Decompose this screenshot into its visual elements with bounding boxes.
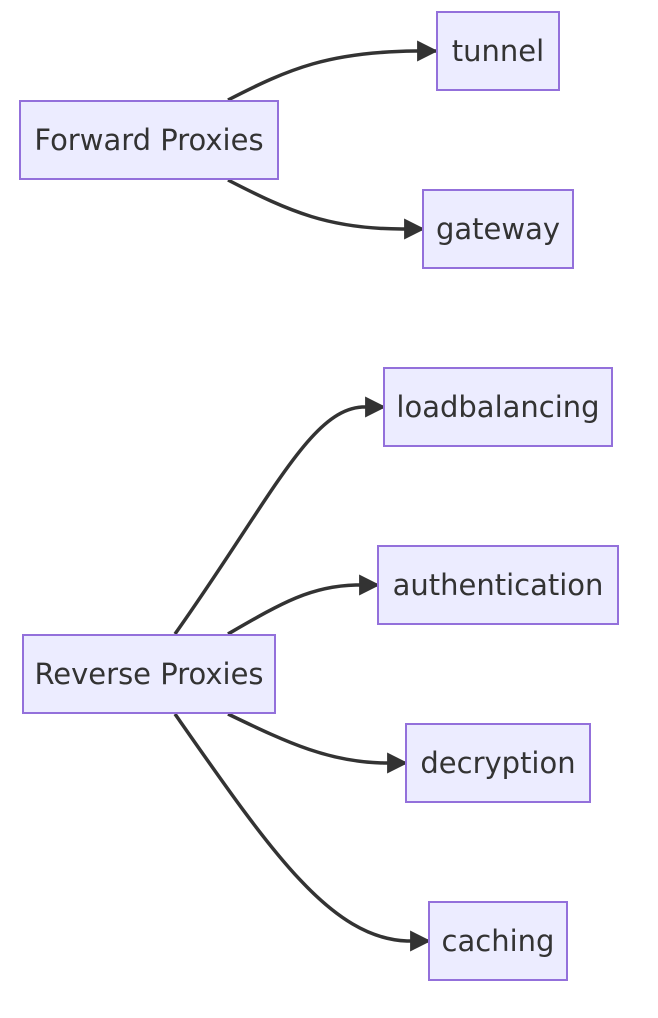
- node-caching-label: caching: [442, 924, 555, 958]
- edge-reverse-proxies-to-caching: [173, 712, 432, 952]
- node-decryption: decryption: [405, 723, 591, 803]
- edges: [173, 40, 439, 952]
- edge-reverse-proxies-to-loadbalancing: [173, 396, 387, 636]
- node-loadbalancing: loadbalancing: [383, 367, 613, 447]
- node-forward-proxies-label: Forward Proxies: [34, 123, 263, 157]
- node-reverse-proxies-label: Reverse Proxies: [34, 657, 263, 691]
- node-forward-proxies: Forward Proxies: [19, 100, 279, 180]
- edge-reverse-proxies-to-authentication: [227, 574, 381, 636]
- edge-reverse-proxies-to-decryption: [227, 712, 409, 774]
- node-gateway: gateway: [422, 189, 574, 269]
- edge-forward-proxies-to-tunnel: [227, 40, 439, 102]
- node-gateway-label: gateway: [436, 212, 560, 246]
- node-authentication: authentication: [377, 545, 619, 625]
- node-loadbalancing-label: loadbalancing: [396, 390, 599, 424]
- node-authentication-label: authentication: [393, 568, 604, 602]
- node-tunnel: tunnel: [436, 11, 560, 91]
- node-tunnel-label: tunnel: [452, 34, 544, 68]
- node-caching: caching: [428, 901, 568, 981]
- edge-forward-proxies-to-gateway: [227, 178, 426, 240]
- node-reverse-proxies: Reverse Proxies: [22, 634, 276, 714]
- node-decryption-label: decryption: [420, 746, 575, 780]
